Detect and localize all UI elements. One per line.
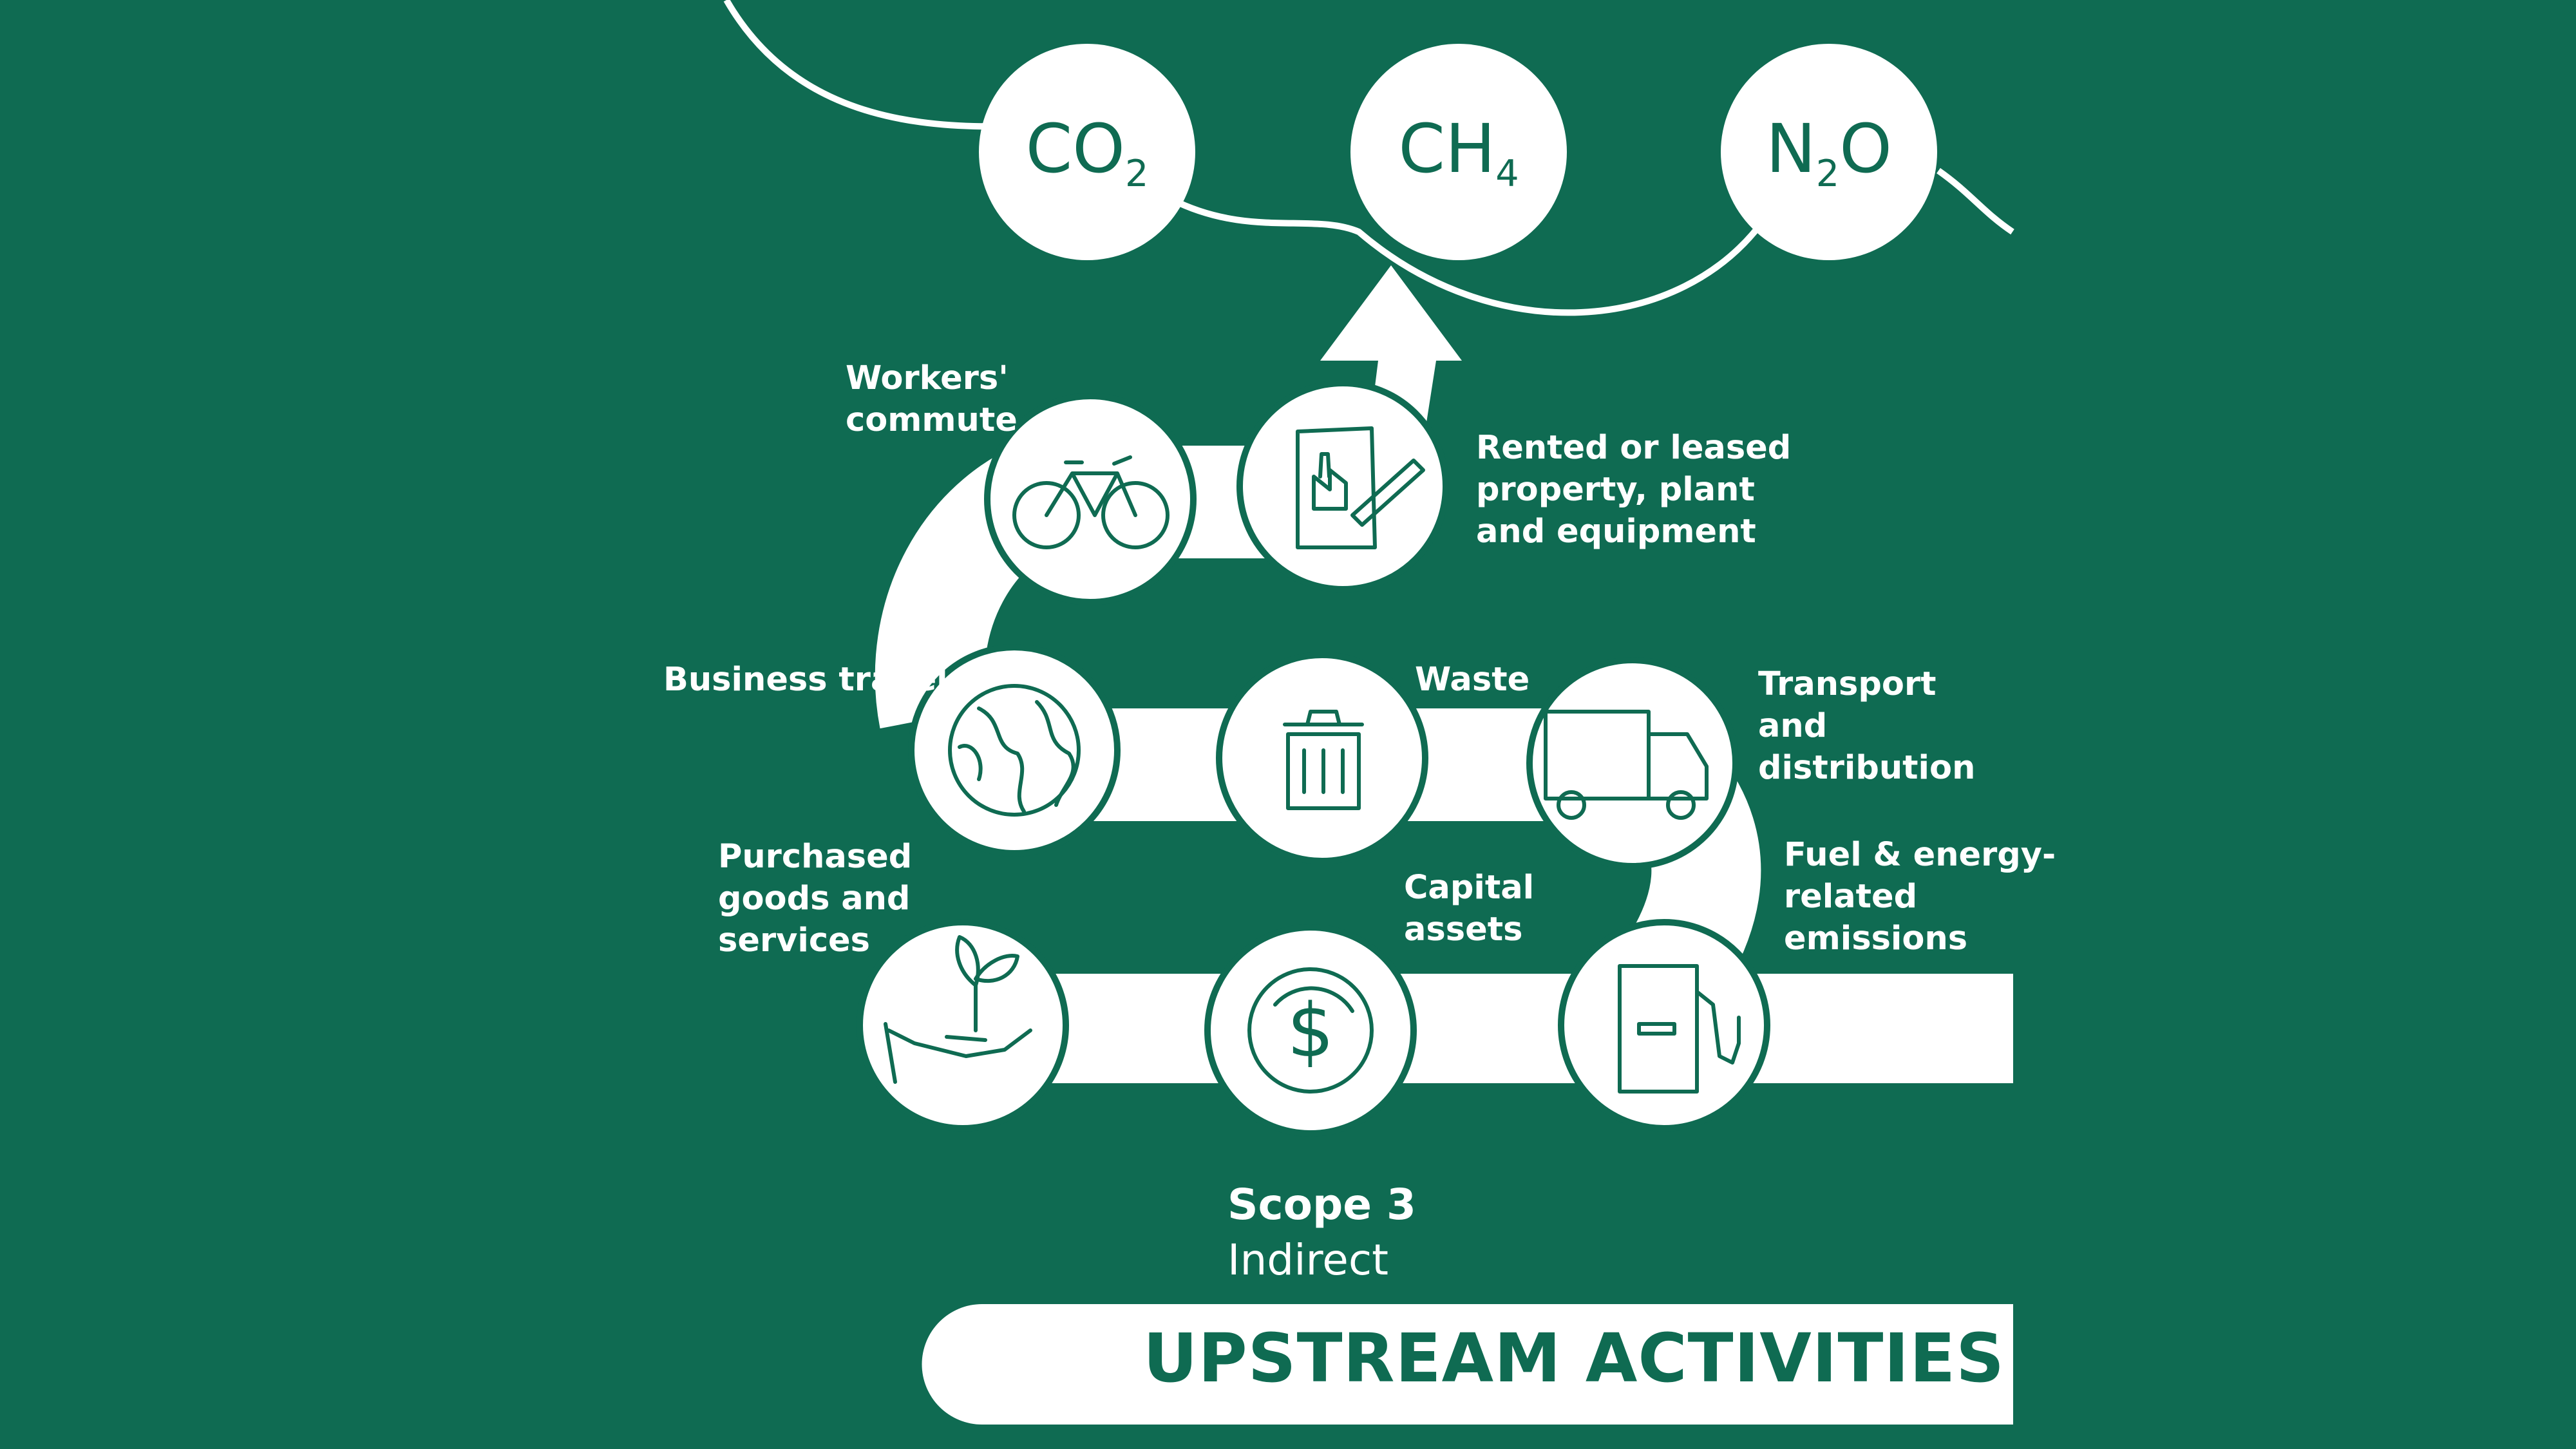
activity-circle [908, 644, 1121, 857]
banner-shape [922, 1304, 2013, 1425]
gas-circle-ch4: CH4 [1350, 44, 1567, 260]
activity-circle [984, 393, 1197, 605]
label-waste: Waste [1415, 661, 1530, 699]
hand-plant-icon [884, 935, 1032, 1084]
activity-circle [1236, 380, 1449, 592]
label-workers-commute: Workers' commute [846, 359, 1018, 439]
label-business-travel: Business travel [663, 661, 948, 699]
label-fuel-energy: Fuel & energy- related emissions [1784, 836, 2056, 958]
activity-circle [1204, 924, 1417, 1137]
gas-circle-n2o: N2O [1721, 44, 1937, 260]
upward-arrow [1320, 265, 1462, 464]
gas-formula-ch4: CH4 [1398, 109, 1519, 195]
scope-title: Scope 3 [1227, 1180, 1416, 1229]
trash-can-icon [1283, 710, 1364, 810]
scope-subtitle: Indirect [1227, 1235, 1388, 1285]
gas-formula-co2: CO2 [1025, 109, 1149, 195]
label-capital-assets: Capital assets [1404, 869, 1535, 949]
gas-connector-line [723, 0, 1005, 130]
gas-connector-line [1937, 167, 2014, 235]
globe-icon [948, 684, 1081, 817]
activity-circle [857, 919, 1069, 1132]
banner-title: UPSTREAM ACTIVITIES [1143, 1319, 2005, 1397]
document-factory-icon [1296, 426, 1425, 549]
fuel-pump-icon [1618, 964, 1741, 1094]
label-transport-distribution: Transport and distribution [1758, 665, 1976, 787]
path-band [1043, 974, 2013, 1083]
gas-formula-n2o: N2O [1765, 109, 1893, 195]
label-rented-leased: Rented or leased property, plant and equ… [1476, 429, 1792, 551]
dollar-sign-icon: $ [1287, 988, 1334, 1074]
gas-circle-co2: CO2 [979, 44, 1195, 260]
gas-connector-line [1170, 196, 1768, 316]
bicycle-icon [1012, 455, 1170, 549]
label-purchased-goods: Purchased goods and services [718, 838, 913, 960]
dollar-coin-icon [1247, 967, 1374, 1094]
truck-icon [1544, 710, 1709, 820]
